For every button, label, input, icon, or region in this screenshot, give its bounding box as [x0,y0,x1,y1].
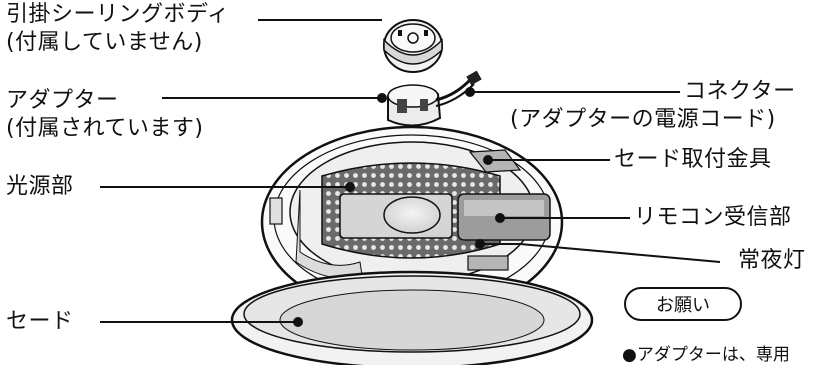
label-ceiling-body: 引掛シーリングボディ [6,2,229,28]
label-connector: コネクター [684,79,796,105]
shade-part [232,272,592,365]
label-connector-note: (アダプターの電源コード) [510,107,776,133]
label-ceiling-body-note: (付属していません) [6,30,203,56]
label-shade: セード [6,309,74,335]
label-remote-receiver: リモコン受信部 [634,205,792,231]
label-adapter-note: (付属されています) [6,116,204,142]
note-badge: お願い [624,287,742,321]
adapter-part [388,71,482,126]
label-shade-bracket: セード取付金具 [614,147,772,173]
ceiling-body-part [384,20,442,72]
note-text: ●アダプターは、専用 [622,340,790,365]
label-adapter: アダプター [6,88,119,114]
label-night-light: 常夜灯 [738,248,806,274]
label-light-source: 光源部 [6,174,74,200]
